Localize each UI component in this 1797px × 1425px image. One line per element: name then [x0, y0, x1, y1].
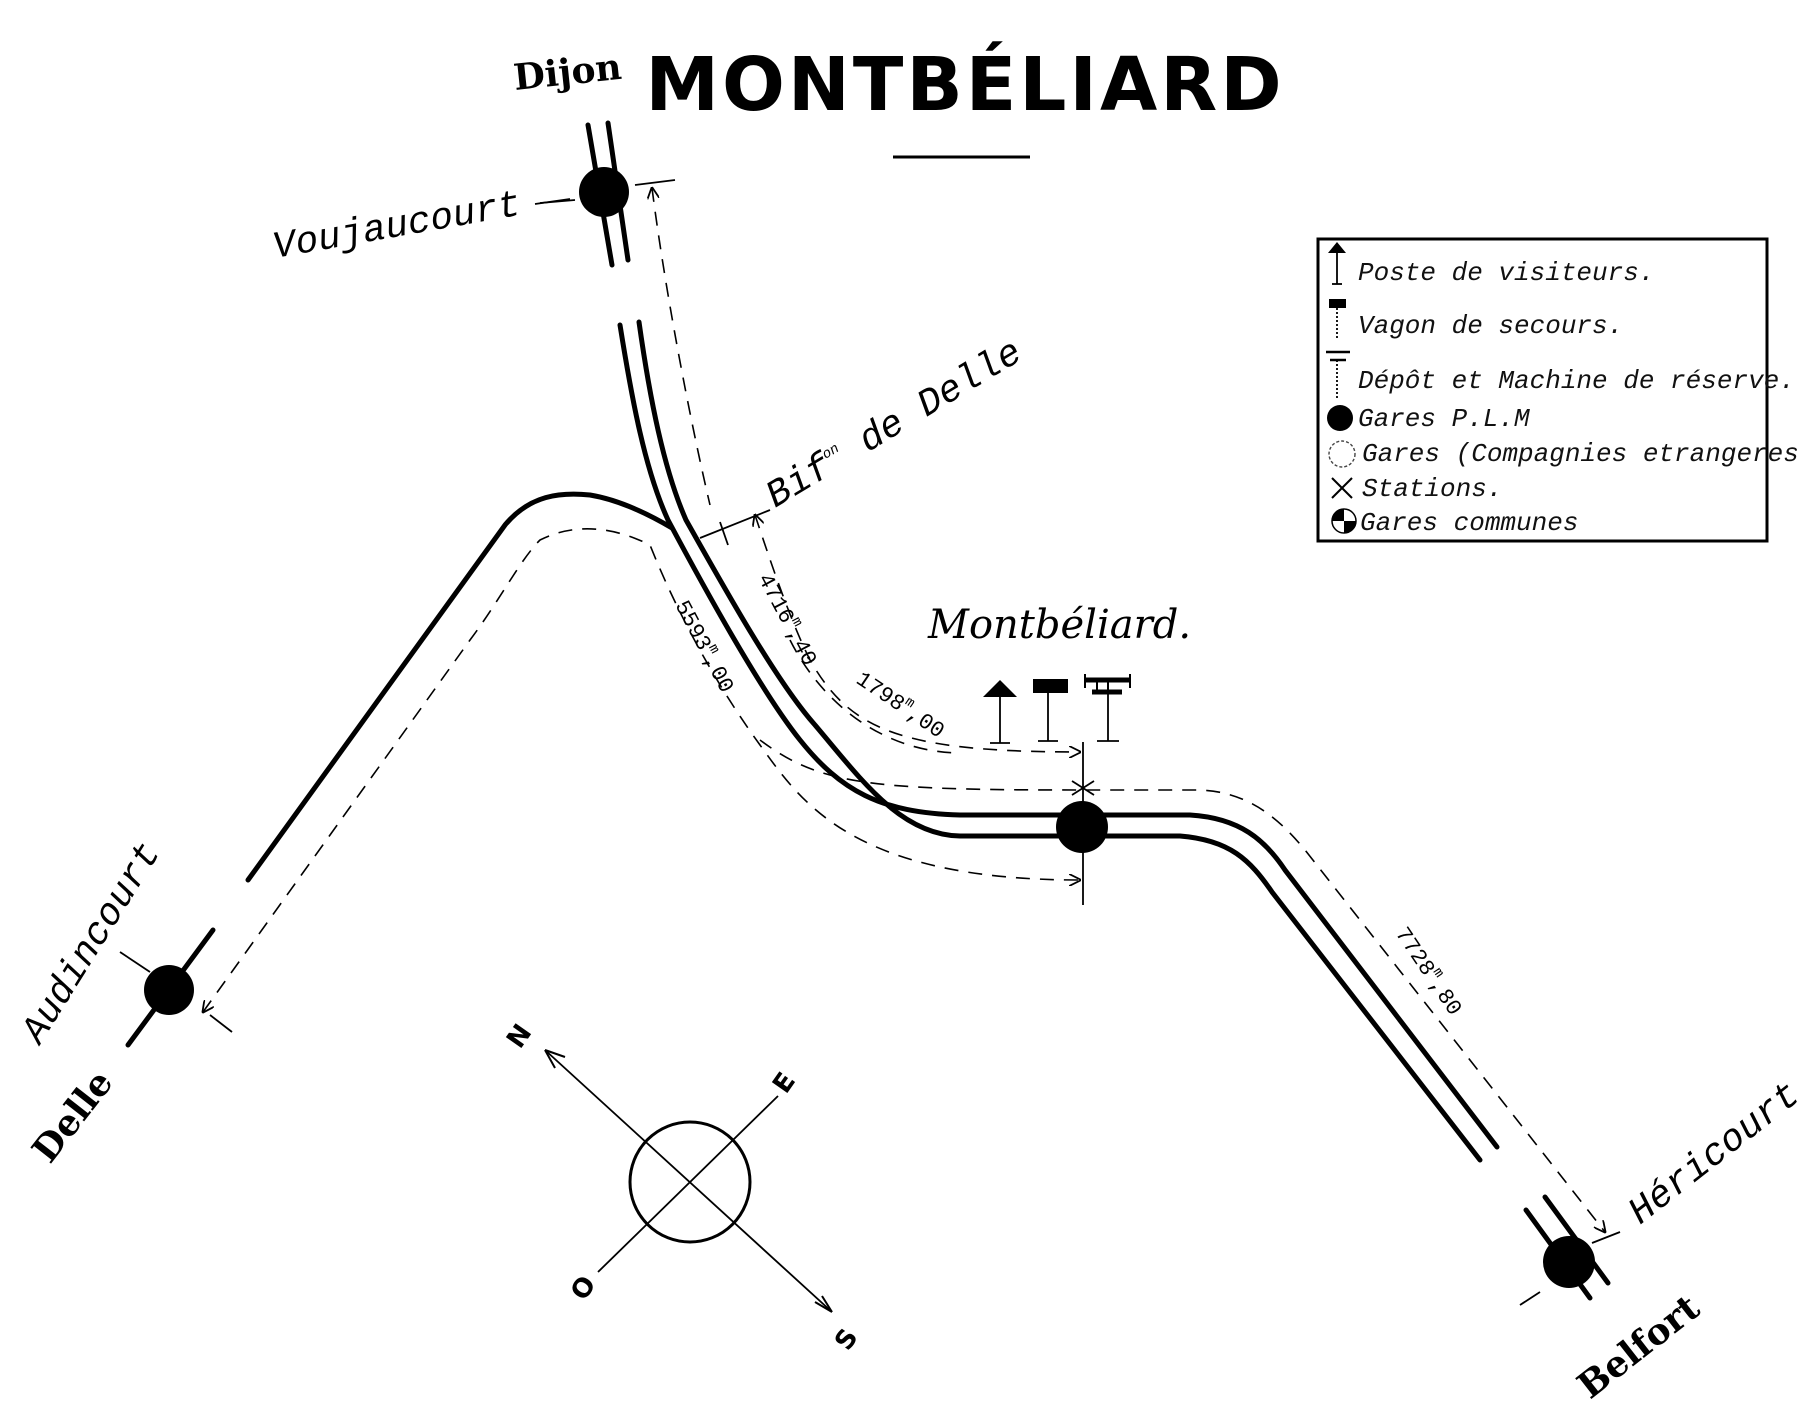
cross-icon [1331, 477, 1353, 499]
station-label-voujaucourt: Voujaucourt [270, 184, 524, 270]
compass-circle [628, 1120, 752, 1244]
legend-item: Gares (Compagnies etrangeres [1328, 439, 1797, 469]
distance-label-5593: 5593m,00 [669, 595, 741, 698]
legend-label: Gares (Compagnies etrangeres [1362, 439, 1797, 469]
compass-rose: N E O S [501, 1019, 864, 1356]
compass-north-label: N [501, 1019, 538, 1054]
visitor-post-icon [983, 680, 1017, 744]
map-title: MONTBÉLIARD [645, 40, 1284, 128]
distance-label-1798: 1798m,00 [851, 665, 950, 745]
compass-east-west-axis [597, 1095, 779, 1273]
dimension-line-audincourt [203, 528, 1080, 1012]
station-label-hericourt: Héricourt [1621, 1074, 1797, 1234]
legend-item: Dépôt et Machine de réserve. [1326, 350, 1795, 398]
quartered-circle-icon [1331, 508, 1357, 534]
compass-north-south-axis [544, 1049, 833, 1313]
legend-item: Vagon de secours. [1329, 299, 1623, 341]
filled-circle-icon [1327, 405, 1353, 431]
dimension-line-bif [755, 515, 1080, 752]
track-delle-branch [245, 491, 675, 883]
legend-label: Poste de visiteurs. [1358, 258, 1654, 288]
svg-text:5593m,00: 5593m,00 [669, 595, 741, 697]
track-voujaucourt-montbeliard [617, 319, 1063, 839]
depot-reserve-engine-icon [1326, 350, 1350, 398]
legend-item: Poste de visiteurs. [1328, 242, 1654, 288]
legend: Poste de visiteurs. Vagon de secours. Dé… [1316, 237, 1797, 543]
compass-east-label: E [767, 1067, 802, 1099]
track-montbeliard-hericourt [1097, 812, 1500, 1163]
destination-dijon: Dijon [512, 46, 624, 99]
legend-item: Stations. [1331, 474, 1502, 504]
station-voujaucourt-marker[interactable] [539, 167, 629, 217]
dimension-line-1798 [789, 639, 961, 754]
legend-label: Vagon de secours. [1358, 311, 1623, 341]
legend-label: Gares P.L.M [1358, 404, 1530, 434]
junction-label: Bifon de Delle [759, 332, 1030, 518]
legend-label: Stations. [1362, 474, 1502, 504]
dimension-line-montbeliard-center [759, 739, 1605, 1232]
compass-south-label: S [829, 1323, 864, 1356]
compass-west-label: O [565, 1271, 602, 1306]
station-hericourt-marker[interactable] [1519, 1236, 1595, 1306]
legend-box [1316, 237, 1769, 543]
destination-belfort: Belfort [1570, 1286, 1708, 1407]
station-montbeliard-marker[interactable] [1056, 801, 1108, 853]
svg-text:7728m,80: 7728m,80 [1389, 921, 1469, 1020]
dimension-line-voujaucourt [652, 188, 711, 506]
dashed-circle-icon [1328, 440, 1356, 468]
station-label-montbeliard: Montbéliard. [927, 602, 1191, 648]
depot-reserve-engine-icon [1084, 674, 1131, 742]
visitor-post-icon [1328, 242, 1346, 285]
svg-text:1798m,00: 1798m,00 [851, 665, 950, 745]
legend-label: Gares communes [1360, 508, 1578, 538]
rescue-wagon-icon [1033, 679, 1068, 742]
svg-text:Bifon de Delle: Bifon de Delle [759, 332, 1030, 518]
destination-delle: Delle [24, 1062, 121, 1170]
legend-label: Dépôt et Machine de réserve. [1358, 366, 1795, 396]
rescue-wagon-icon [1329, 299, 1346, 340]
station-audincourt-marker[interactable] [119, 951, 194, 1015]
legend-item: Gares P.L.M [1327, 404, 1530, 434]
distance-label-7728: 7728m,80 [1389, 921, 1469, 1021]
legend-item: Gares communes [1331, 508, 1578, 538]
